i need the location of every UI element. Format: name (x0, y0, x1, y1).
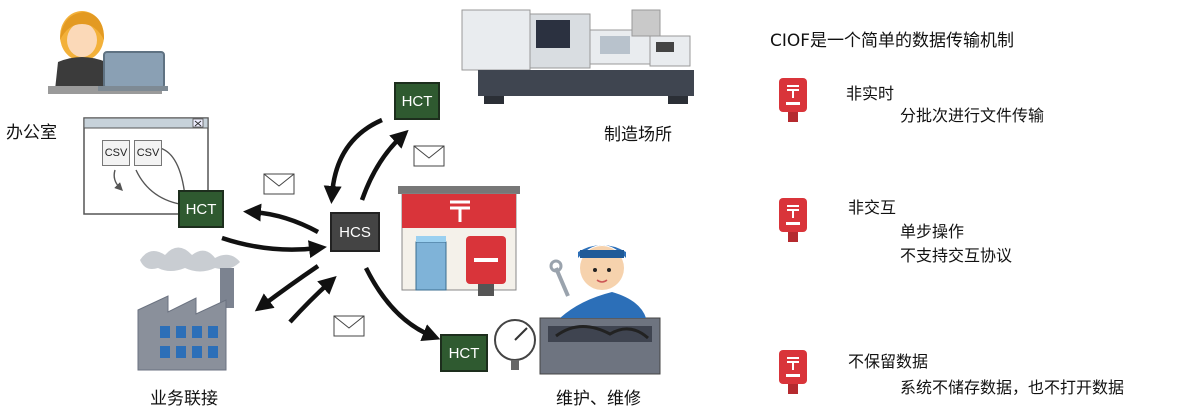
arrow-hcs-to-office (243, 203, 320, 234)
feature-title-realtime: 非实时 (846, 84, 895, 103)
diagram-canvas (48, 9, 694, 375)
injection-molding-machine-icon (461, 9, 694, 104)
feature-line: 分批次进行文件传输 (900, 106, 1045, 125)
postbox-icon (779, 198, 807, 242)
panel-title: CIOF是一个简单的数据传输机制 (770, 31, 1015, 51)
business-label: 业务联接 (150, 389, 218, 409)
csv-file-icon: CSV (102, 140, 130, 166)
maintenance-worker-icon (539, 245, 661, 375)
post-office-icon (398, 186, 520, 296)
hct-node-office: HCT (178, 190, 224, 228)
laptop-icon (98, 51, 168, 91)
arrow-business-to-hcs (288, 275, 337, 324)
hcs-node: HCS (330, 212, 380, 252)
envelope-icon (333, 315, 365, 337)
manufacturing-label: 制造场所 (604, 125, 672, 145)
arrow-hcs-to-business (254, 264, 320, 312)
hct-node-bottom: HCT (440, 334, 488, 372)
postbox-icon (779, 350, 807, 394)
maintenance-label: 维护、维修 (556, 389, 641, 409)
csv-file-icon: CSV (134, 140, 162, 166)
pressure-gauge-icon (494, 319, 536, 370)
arrow-top-to-hcs (323, 117, 383, 204)
feature-title-interactive: 非交互 (848, 198, 897, 217)
feature-title-retention: 不保留数据 (848, 352, 929, 371)
arrow-hcs-to-top (359, 129, 409, 201)
feature-line: 单步操作 (900, 222, 965, 241)
factory-icon (137, 247, 240, 371)
arrow-office-to-hcs (221, 235, 327, 259)
envelope-icon (413, 145, 445, 167)
hct-node-top: HCT (394, 82, 440, 120)
postbox-icon (779, 78, 807, 122)
arrow-hcs-to-bottom (363, 266, 441, 342)
flow-arrows (221, 117, 441, 342)
envelope-icon (263, 173, 295, 195)
office-label: 办公室 (6, 123, 57, 143)
feature-line: 系统不储存数据，也不打开数据 (900, 378, 1125, 397)
feature-line: 不支持交互协议 (900, 246, 1013, 265)
